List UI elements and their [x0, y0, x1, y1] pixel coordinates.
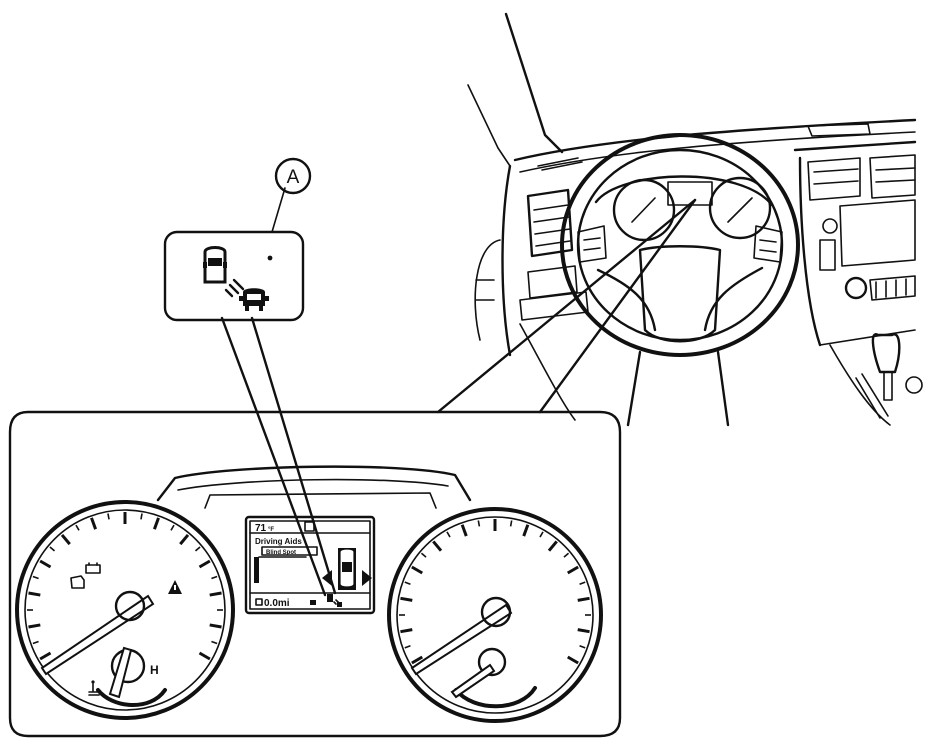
center-display: 71 °F Driving Aids Blind Spot 0.0mi	[244, 515, 376, 615]
speedometer-tick	[579, 645, 586, 649]
speedometer-tick	[432, 540, 443, 552]
tachometer-tick	[28, 623, 41, 629]
speedometer-tick	[446, 531, 451, 538]
left-gauge: H	[15, 500, 235, 720]
callout-letter: A	[287, 167, 300, 188]
tachometer-tick	[211, 575, 218, 580]
tachometer-tick	[153, 517, 160, 530]
speedometer-tick	[404, 645, 411, 649]
tachometer-tick	[107, 513, 110, 520]
display-menu-item: Blind Spot	[266, 550, 296, 556]
display-menu-title: Driving Aids	[255, 537, 302, 546]
speedometer-tick	[477, 520, 481, 527]
tachometer-tick	[75, 524, 80, 531]
tachometer-tick	[49, 546, 56, 552]
speedometer-tick	[577, 596, 590, 602]
display-odometer: 0.0mi	[264, 598, 290, 609]
tachometer-tick	[211, 640, 218, 645]
dashboard-drawing	[467, 12, 923, 427]
tachometer-tick	[194, 546, 201, 552]
zoom-pointer	[436, 198, 697, 414]
temp-hot-label: H	[150, 663, 159, 677]
display-temp-unit: °F	[268, 527, 274, 533]
speedometer-tick	[400, 628, 413, 634]
tachometer-tick	[209, 623, 222, 629]
car-icon	[322, 548, 372, 590]
speedometer-tick	[400, 596, 413, 602]
tachometer-tick	[39, 651, 52, 661]
tachometer-tick	[198, 651, 211, 661]
speedometer-tick	[460, 524, 468, 537]
speedometer-tick	[566, 655, 579, 665]
blind-spot-warning-icon	[203, 246, 269, 311]
tachometer-tick	[90, 517, 97, 530]
speedometer-tick	[411, 655, 424, 665]
speedometer-tick	[539, 531, 544, 538]
coolant-temperature-icon	[88, 680, 100, 696]
speedometer-tick	[404, 581, 411, 585]
tachometer-tick	[39, 559, 52, 569]
tachometer-tick	[60, 533, 71, 546]
speedometer-tick	[577, 628, 590, 634]
callout-box	[163, 230, 305, 322]
speedometer-tick	[563, 552, 570, 558]
tachometer-tick	[28, 591, 41, 597]
speedometer-tick	[547, 540, 558, 552]
inset-frame	[8, 410, 622, 738]
battery-icon	[85, 562, 101, 574]
callout-leader	[220, 187, 337, 597]
tachometer-tick	[32, 575, 39, 580]
speedometer-tick	[579, 581, 586, 585]
tachometer-tick	[170, 524, 175, 531]
speedometer-tick	[566, 565, 579, 575]
speedometer-tick	[420, 552, 427, 558]
tachometer-tick	[32, 640, 39, 645]
display-temp: 71	[255, 523, 267, 534]
tachometer-tick	[179, 533, 190, 546]
speedometer-tick	[522, 524, 530, 537]
check-engine-icon	[70, 575, 85, 589]
tachometer-tick	[198, 559, 211, 569]
bsw-small-icon	[327, 594, 342, 607]
speedometer-tick	[509, 520, 513, 527]
cluster-hood	[156, 465, 472, 502]
speedometer-tick	[411, 565, 424, 575]
tachometer-tick	[140, 513, 143, 520]
right-gauge	[387, 507, 603, 723]
callout-marker-a: A	[274, 157, 312, 195]
tachometer-tick	[209, 591, 222, 597]
